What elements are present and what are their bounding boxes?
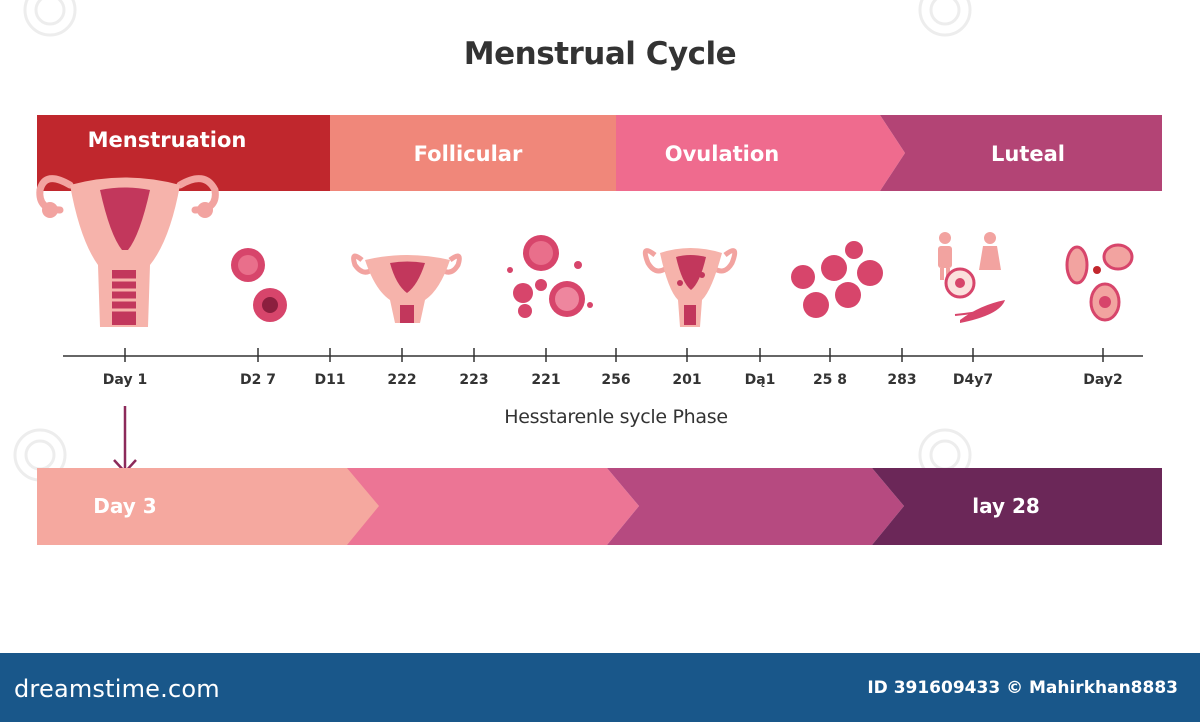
- bottom-segment-1: [37, 468, 389, 545]
- uterus-ovulation-icon: [642, 248, 738, 327]
- cells-luteal-icon: [1065, 243, 1134, 322]
- couple-fertilization-icon: [938, 232, 1005, 323]
- timeline-tick-label: 222: [387, 372, 417, 388]
- follicles-icon: [507, 235, 593, 318]
- timeline-tick-label: Dą1: [744, 372, 776, 388]
- phase-label-menstruation: Menstruation: [87, 128, 247, 152]
- watermark-icon: [23, 0, 77, 37]
- phase-label-follicular: Follicular: [413, 142, 523, 166]
- bottom-segment-4: [872, 468, 1162, 545]
- timeline-tick-label: Day2: [1083, 372, 1123, 388]
- timeline-tick-label: 201: [672, 372, 702, 388]
- footer-id: ID 391609433 © Mahirkhan8883: [867, 678, 1178, 698]
- timeline-tick-label: Day 1: [102, 372, 148, 388]
- phase-label-luteal: Luteal: [991, 142, 1065, 166]
- phase-segment-ovulation: [616, 115, 905, 191]
- phase-label-ovulation: Ovulation: [664, 142, 780, 166]
- timeline-tick-label: D4y7: [952, 372, 994, 388]
- bottom-segment-2: [347, 468, 639, 545]
- timeline-tick-label: 283: [887, 372, 917, 388]
- bottom-label-end: lay 28: [972, 494, 1040, 518]
- timeline-axis: [0, 340, 1200, 400]
- timeline-tick-label: D11: [314, 372, 346, 388]
- subtitle: Hesstarenle sycle Phase: [504, 406, 728, 428]
- timeline-tick-label: 223: [459, 372, 489, 388]
- arrow-down-icon: [113, 406, 137, 474]
- cells-cluster-icon: [791, 241, 883, 318]
- phase-segment-luteal: [880, 115, 1162, 191]
- illustration-row: [0, 165, 1200, 350]
- phase-bar-graphic: [37, 115, 1162, 191]
- phase-bar: Menstruation Follicular Ovulation Luteal: [37, 115, 1162, 191]
- uterus-icon: [36, 175, 219, 327]
- page-title: Menstrual Cycle: [463, 36, 737, 72]
- timeline-tick-label: 256: [601, 372, 631, 388]
- bottom-segment-3: [607, 468, 904, 545]
- uterus-small-icon: [351, 253, 462, 323]
- timeline-tick-label: D2 7: [240, 372, 276, 388]
- footer-bar: dreamstime.com ID 391609433 © Mahirkhan8…: [0, 653, 1200, 722]
- timeline-tick-label: 25 8: [812, 372, 848, 388]
- footer-brand[interactable]: dreamstime.com: [14, 675, 220, 703]
- bottom-bar: Day 3 lay 28: [37, 468, 1162, 545]
- bottom-bar-graphic: [37, 468, 1162, 545]
- timeline-tick-label: 221: [531, 372, 561, 388]
- phase-segment-menstruation: [37, 115, 330, 191]
- watermark-icon: [918, 0, 972, 37]
- bottom-label-start: Day 3: [93, 494, 157, 518]
- cell-icon: [231, 248, 287, 322]
- phase-segment-follicular: [330, 115, 616, 191]
